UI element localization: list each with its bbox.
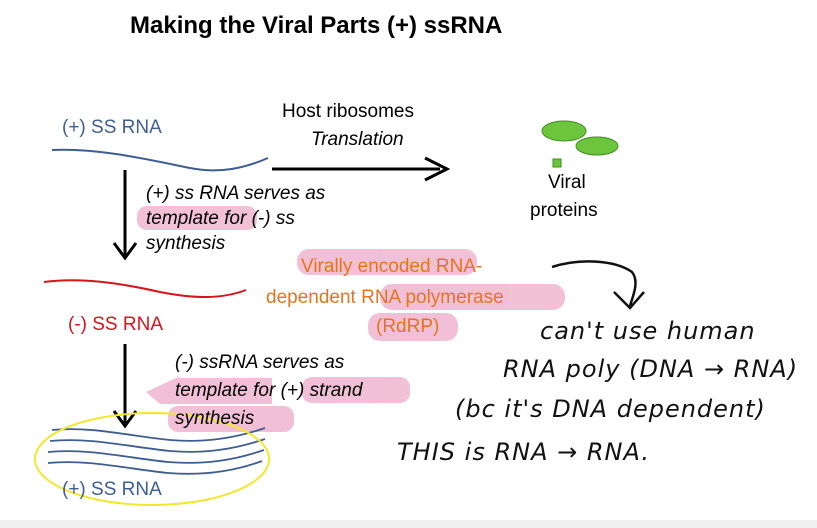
plus-strands-bottom (47, 427, 266, 475)
translation-arrow (272, 156, 451, 182)
bottom-bar (0, 520, 817, 528)
step2-line-3: synthesis (175, 408, 255, 429)
viral-proteins-label-line-2: proteins (530, 200, 598, 221)
highlight-template-for (137, 206, 257, 230)
minus-strand-line (43, 279, 247, 298)
highlight-rdrp (368, 313, 458, 341)
page-title: Making the Viral Parts (+) ssRNA (130, 12, 503, 39)
viral-proteins-icon (541, 120, 619, 168)
translation-label: Translation (311, 129, 404, 150)
highlight-rna-polymerase (380, 284, 565, 310)
highlight-plus-strand (302, 377, 410, 403)
plus-strand-top-line (51, 148, 269, 172)
step1-line-2: template for (-) ss (146, 208, 295, 229)
handwritten-note-line-4: THIS is RNA → RNA. (397, 438, 650, 466)
highlight-synthesis (168, 406, 294, 432)
plus-rna-bottom-label: (+) SS RNA (62, 479, 162, 500)
step1-line-1: (+) ss RNA serves as (146, 183, 326, 204)
step2-line-2: template for (+) strand (175, 380, 363, 401)
down-arrow-2 (112, 344, 138, 429)
rdrp-line-2: dependent RNA polymerase (266, 287, 504, 308)
rdrp-line-3: (RdRP) (376, 316, 440, 337)
viral-proteins-label-line-1: Viral (548, 172, 586, 193)
highlight-template-for-2 (146, 378, 272, 404)
handwritten-note-line-2: RNA poly (DNA → RNA) (503, 355, 799, 383)
rdrp-line-1: Virally encoded RNA- (301, 256, 483, 277)
highlights (137, 206, 565, 432)
handwritten-note-line-3: (bc it's DNA dependent) (455, 395, 766, 423)
step1-line-3: synthesis (146, 233, 226, 254)
step2-line-1: (-) ssRNA serves as (175, 352, 345, 373)
minus-rna-label: (-) SS RNA (68, 314, 163, 335)
host-ribosomes-label: Host ribosomes (282, 101, 414, 122)
down-arrow-1 (112, 170, 138, 261)
highlight-virally-encoded (297, 249, 477, 275)
highlight-ellipse (34, 412, 270, 506)
handwritten-note-line-1: can't use human (540, 317, 756, 345)
handwritten-arrow (551, 260, 645, 310)
plus-rna-top-label: (+) SS RNA (62, 117, 162, 138)
